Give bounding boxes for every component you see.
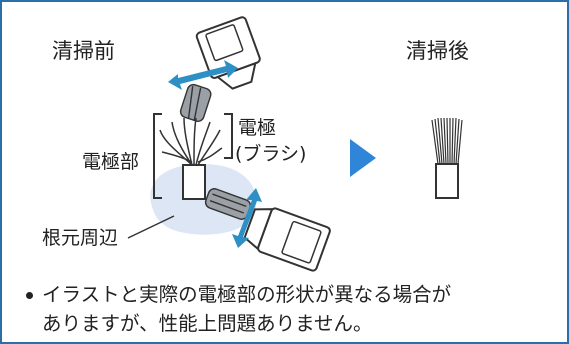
- lower-brush: [204, 188, 252, 220]
- electrode-brush-bracket: [224, 113, 233, 159]
- note-line-1: イラストと実際の電極部の形状が異なる場合が: [42, 283, 452, 306]
- lower-double-arrow: [232, 188, 262, 248]
- upper-brush: [179, 83, 212, 122]
- dirty-electrode-base: [182, 164, 206, 200]
- transition-arrow-icon: [350, 139, 376, 177]
- upper-double-arrow: [168, 60, 238, 90]
- lower-nozzle: [243, 207, 331, 272]
- electrode-part-label: 電極部: [82, 151, 140, 173]
- heading-after: 清掃後: [406, 39, 469, 63]
- note: イラストと実際の電極部の形状が異なる場合が ありますが、性能上問題ありません。: [26, 280, 452, 339]
- clean-electrode-brush: [431, 117, 463, 165]
- electrode-brush-label-line2: (ブラシ): [235, 143, 307, 165]
- clean-electrode-base: [435, 163, 459, 199]
- electrode-brush-label-line1: 電極: [238, 117, 277, 139]
- electrode-part-bracket: [153, 113, 162, 199]
- root-leader-line: [127, 215, 175, 239]
- root-area-label: 根元周辺: [42, 227, 119, 249]
- note-bullet: [26, 292, 33, 299]
- note-line-2: ありますが、性能上問題ありません。: [42, 312, 373, 336]
- upper-nozzle: [195, 16, 261, 90]
- dirty-electrode-brush: [159, 117, 223, 166]
- heading-before: 清掃前: [52, 39, 115, 63]
